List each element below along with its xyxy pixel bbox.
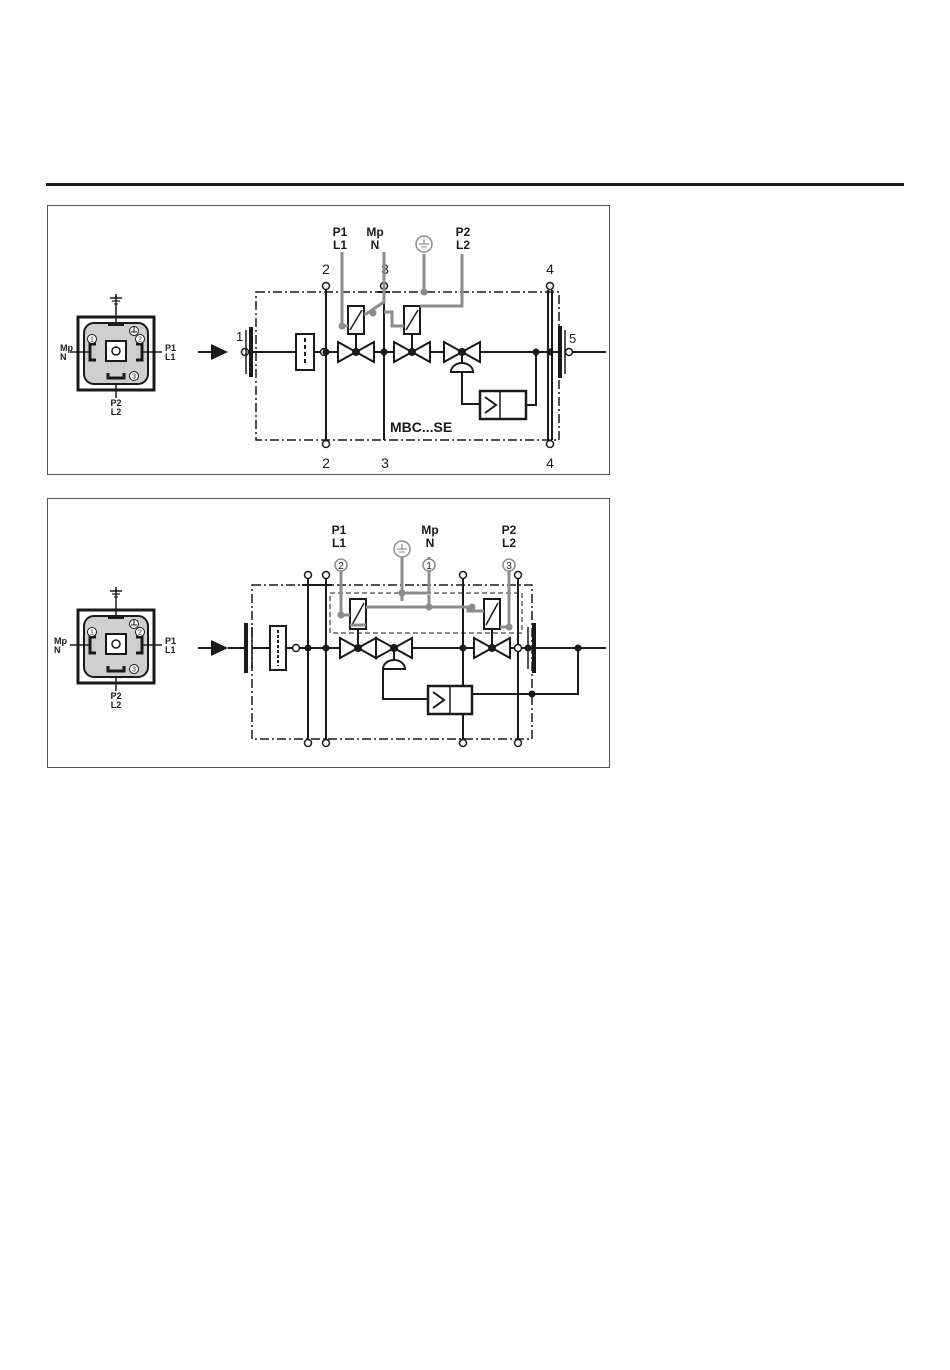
port-top-d (515, 572, 522, 579)
earth-terminal-icon (416, 236, 432, 252)
wiring-diagram-1: 1 2 3 Mp N P1 L1 P2 L2 1 2 3 4 2 3 4 (47, 205, 610, 475)
pressure-regulator-box (428, 686, 472, 714)
pin-label-2: 2 (138, 337, 142, 344)
pressure-regulator-box (480, 391, 526, 419)
port-bottom-b (323, 740, 330, 747)
pin-marker-2-label: 2 (338, 561, 344, 572)
port-4-bottom (547, 441, 554, 448)
ground-pin-icon (130, 620, 139, 629)
connector-label-n: N (60, 352, 67, 362)
pin-marker-3-label: 3 (506, 561, 512, 572)
connector-label-l2: L2 (111, 700, 122, 710)
port-number-3-bottom: 3 (381, 455, 389, 471)
outlet-number: 5 (569, 331, 576, 346)
connector-label-l2: L2 (111, 407, 122, 417)
terminal-label-mp: Mp (421, 523, 438, 537)
diagram-1-svg: 1 2 3 Mp N P1 L1 P2 L2 1 2 3 4 2 3 4 (48, 206, 611, 476)
outlet-port (566, 349, 573, 356)
terminal-label-l1: L1 (332, 536, 346, 550)
port-bottom-c (460, 740, 467, 747)
regulator-valve (376, 638, 412, 669)
terminal-label-p2: P2 (502, 523, 517, 537)
terminal-label-l1: L1 (333, 238, 347, 252)
flow-arrow-icon (198, 344, 228, 360)
port-2-bottom (323, 441, 330, 448)
terminal-label-l2: L2 (502, 536, 516, 550)
solenoid-valve-2 (394, 306, 430, 362)
inlet-port (242, 349, 249, 356)
header-rule (46, 183, 904, 186)
connector-label-n: N (54, 645, 61, 655)
port-2-top (323, 283, 330, 290)
port-bottom-d (515, 740, 522, 747)
pin-label-3: 3 (132, 374, 136, 381)
wiring-diagram-2: 1 2 3 Mp N P1 L1 P2 L2 (47, 498, 610, 768)
port-number-2-bottom: 2 (322, 455, 330, 471)
ground-pin-icon (130, 327, 139, 336)
pin-label-1: 1 (90, 337, 94, 344)
pin-label-1: 1 (90, 630, 94, 637)
terminal-label-l2: L2 (456, 238, 470, 252)
model-label: MBC...SE (390, 419, 452, 435)
flow-arrow-icon (198, 640, 228, 656)
port-number-4-bottom: 4 (546, 455, 554, 471)
pin-marker-1-label: 1 (426, 561, 432, 572)
port-4-top (547, 283, 554, 290)
terminal-label-n: N (371, 238, 380, 252)
inlet-number: 1 (236, 329, 243, 344)
terminal-label-n: N (426, 536, 435, 550)
connector-label-l1: L1 (165, 645, 176, 655)
terminal-label-p1: P1 (333, 225, 348, 239)
port-bottom-a (305, 740, 312, 747)
port-number-4-top: 4 (546, 261, 554, 277)
earth-terminal-icon (394, 541, 410, 557)
diagram-2-svg: 1 2 3 Mp N P1 L1 P2 L2 (48, 499, 611, 769)
regulator-valve (444, 342, 480, 372)
port-number-2-top: 2 (322, 261, 330, 277)
pin-label-2: 2 (138, 630, 142, 637)
pin-label-3: 3 (132, 667, 136, 674)
port-top-c (460, 572, 467, 579)
terminal-label-p1: P1 (332, 523, 347, 537)
port-top-a (305, 572, 312, 579)
terminal-label-mp: Mp (366, 225, 383, 239)
connector-plug (70, 589, 162, 691)
connector-label-l1: L1 (165, 352, 176, 362)
port-top-b (323, 572, 330, 579)
terminal-label-p2: P2 (456, 225, 471, 239)
connector-plug (70, 296, 162, 398)
